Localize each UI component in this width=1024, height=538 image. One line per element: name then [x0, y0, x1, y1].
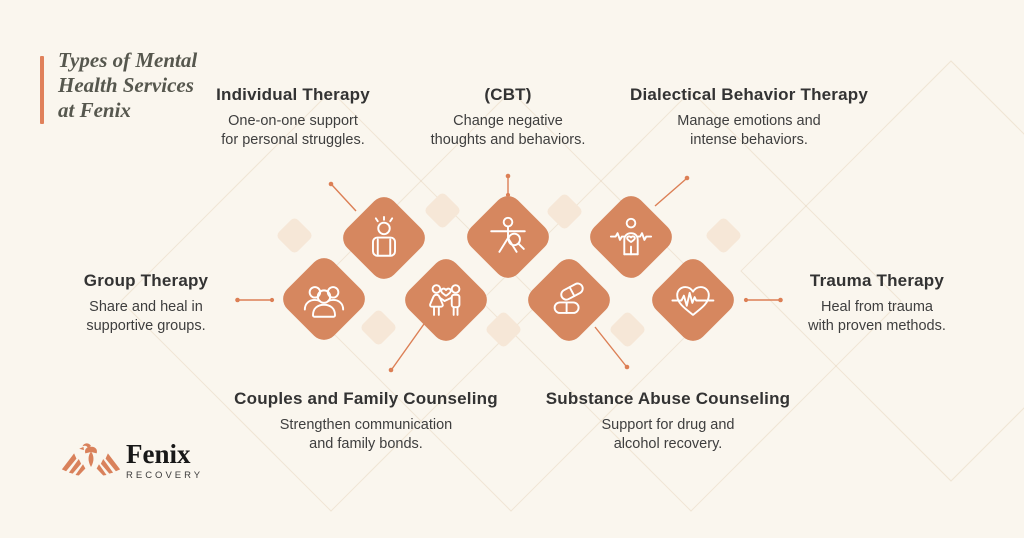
person-rays-icon	[372, 215, 396, 257]
couple-heart-icon	[429, 284, 461, 316]
service-desc: Strengthen communication and family bond…	[279, 417, 453, 452]
substance-abuse-label: Substance Abuse Counseling Support for d…	[533, 389, 803, 453]
individual-therapy-diamond	[337, 191, 431, 285]
logo-subtitle: RECOVERY	[126, 469, 204, 481]
service-desc: Share and heal in supportive groups.	[86, 299, 206, 334]
trauma-therapy-diamond	[646, 253, 740, 347]
title-line: at Fenix	[58, 98, 131, 122]
service-title: Couples and Family Counseling	[234, 389, 498, 408]
page-title-text: Types of Mental Health Services at Fenix	[58, 48, 197, 124]
phoenix-icon	[61, 443, 121, 476]
service-title: Dialectical Behavior Therapy	[629, 85, 869, 104]
service-title: Substance Abuse Counseling	[545, 389, 791, 408]
group-therapy-diamond	[277, 252, 371, 346]
dbt-label: Dialectical Behavior Therapy Manage emot…	[614, 85, 884, 149]
service-title: (CBT)	[484, 85, 532, 104]
service-title: Trauma Therapy	[809, 271, 945, 290]
title-accent-bar	[40, 56, 44, 124]
cbt-diamond	[461, 190, 555, 284]
title-line: Types of Mental	[58, 48, 198, 72]
pills-icon	[553, 282, 584, 314]
balance-magnifier-icon	[490, 216, 526, 253]
service-title: Individual Therapy	[216, 85, 370, 104]
fenix-recovery-logo: Fenix RECOVERY	[60, 438, 203, 482]
service-title: Group Therapy	[83, 271, 209, 290]
person-heartbeat-icon	[609, 217, 653, 256]
trauma-therapy-label: Trauma Therapy Heal from trauma with pro…	[742, 271, 1012, 335]
couples-family-diamond	[399, 253, 493, 347]
service-desc: Manage emotions and intense behaviors.	[677, 113, 821, 148]
logo-name: Fenix	[126, 438, 191, 469]
heart-pulse-icon	[671, 286, 715, 316]
logo-text: Fenix RECOVERY	[126, 440, 203, 481]
page-title: Types of Mental Health Services at Fenix	[40, 48, 197, 124]
service-desc: Support for drug and alcohol recovery.	[601, 417, 735, 452]
service-desc: One-on-one support for personal struggle…	[221, 113, 365, 148]
dbt-diamond	[584, 190, 678, 284]
group-therapy-label: Group Therapy Share and heal in supporti…	[11, 271, 281, 335]
couples-family-label: Couples and Family Counseling Strengthen…	[231, 389, 501, 453]
service-desc: Heal from trauma with proven methods.	[808, 299, 946, 334]
people-group-icon	[303, 286, 345, 318]
cbt-label: (CBT) Change negative thoughts and behav…	[373, 85, 643, 149]
substance-abuse-diamond	[522, 253, 616, 347]
individual-therapy-label: Individual Therapy One-on-one support fo…	[158, 85, 428, 149]
service-desc: Change negative thoughts and behaviors.	[430, 113, 586, 148]
title-line: Health Services	[58, 73, 194, 97]
